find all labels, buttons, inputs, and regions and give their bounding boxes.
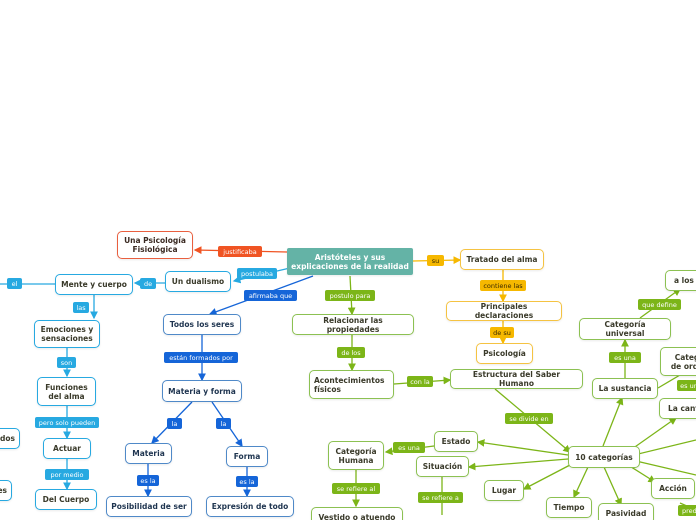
node-tiempo[interactable]: Tiempo: [546, 497, 592, 518]
link-label-la-2: la: [216, 418, 231, 429]
node-estructura[interactable]: Estructura del Saber Humano: [450, 369, 583, 389]
link-label-son: son: [57, 357, 76, 368]
link-label-se-refiere-al: se refiere al: [332, 483, 380, 494]
link-label-se-divide-en: se divide en: [505, 413, 553, 424]
node-vestido[interactable]: Vestido o atuendo: [311, 507, 403, 520]
node-funciones-alma[interactable]: Funciones del alma: [37, 377, 96, 406]
link-label-se-refiere-a: se refiere a: [418, 492, 463, 503]
link-label-postulo-para: postulo para: [325, 290, 375, 301]
node-psicologia-fisiologica[interactable]: Una Psicología Fisiológica: [117, 231, 193, 259]
node-diez-categorias[interactable]: 10 categorías: [568, 446, 640, 468]
link-label-de-los: de los: [337, 347, 365, 358]
link-label-las: las: [73, 302, 89, 313]
link-label-la-1: la: [167, 418, 182, 429]
node-accion[interactable]: Acción: [651, 478, 695, 499]
link-label-el: el: [7, 278, 22, 289]
link-label-estan-formados-por: están formados por: [164, 352, 238, 363]
node-actuar[interactable]: Actuar: [43, 438, 91, 459]
node-left-es[interactable]: es: [0, 480, 12, 501]
link-label-postulaba: postulaba: [237, 268, 277, 279]
link-label-contiene-las: contiene las: [480, 280, 526, 291]
link-label-su: su: [427, 255, 444, 266]
node-categoria-universal[interactable]: Categoría universal: [579, 318, 671, 340]
node-mente-cuerpo[interactable]: Mente y cuerpo: [55, 274, 133, 295]
link-label-afirmaba-que: afirmaba que: [244, 290, 297, 301]
node-materia-forma[interactable]: Materia y forma: [162, 380, 242, 402]
link-label-por-medio: por medio: [45, 469, 89, 480]
node-estado[interactable]: Estado: [434, 431, 478, 452]
link-label-es-la-1: es la: [137, 475, 159, 486]
node-forma[interactable]: Forma: [226, 446, 268, 467]
node-emociones[interactable]: Emociones y sensaciones: [34, 320, 100, 348]
root-topic[interactable]: Aristóteles y sus explicaciones de la re…: [287, 248, 413, 275]
link-label-es-una-2: es una: [609, 352, 641, 363]
link-label-es-un: es un: [677, 380, 696, 391]
node-relacionar[interactable]: Relacionar las propiedades: [292, 314, 414, 335]
node-la-cant[interactable]: La cant: [659, 398, 696, 419]
link-label-pero-solo-pueden: pero solo pueden: [35, 417, 99, 428]
node-expresion[interactable]: Expresión de todo: [206, 496, 294, 517]
node-left-idos[interactable]: idos: [0, 428, 20, 449]
link-label-es-una-1: es una: [393, 442, 425, 453]
link-label-de: de: [140, 278, 156, 289]
node-situacion[interactable]: Situación: [416, 456, 469, 477]
link-label-que-define: que define: [638, 299, 681, 310]
node-psicologia[interactable]: Psicología: [476, 343, 533, 364]
link-label-es-la-2: es la: [236, 476, 258, 487]
link-label-de-su: de su: [490, 327, 514, 338]
node-del-cuerpo[interactable]: Del Cuerpo: [35, 489, 97, 510]
node-categoria-humana[interactable]: Categoría Humana: [328, 441, 384, 470]
link-label-justificaba: justificaba: [218, 246, 262, 257]
node-todos-seres[interactable]: Todos los seres: [163, 314, 241, 335]
node-lugar[interactable]: Lugar: [484, 480, 524, 501]
node-acontecimientos[interactable]: Acontecimientos físicos: [309, 370, 394, 399]
node-dualismo[interactable]: Un dualismo: [165, 271, 231, 292]
link-label-con-la: con la: [407, 376, 433, 387]
node-la-sustancia[interactable]: La sustancia: [592, 378, 658, 399]
node-principales[interactable]: Principales declaraciones: [446, 301, 562, 321]
node-posibilidad[interactable]: Posibilidad de ser: [106, 496, 192, 517]
node-tratado[interactable]: Tratado del alma: [460, 249, 544, 270]
node-a-los[interactable]: a los s: [665, 270, 696, 291]
node-materia[interactable]: Materia: [125, 443, 172, 464]
node-pasividad[interactable]: Pasividad: [598, 503, 654, 520]
link-label-pred: pred: [678, 505, 696, 516]
